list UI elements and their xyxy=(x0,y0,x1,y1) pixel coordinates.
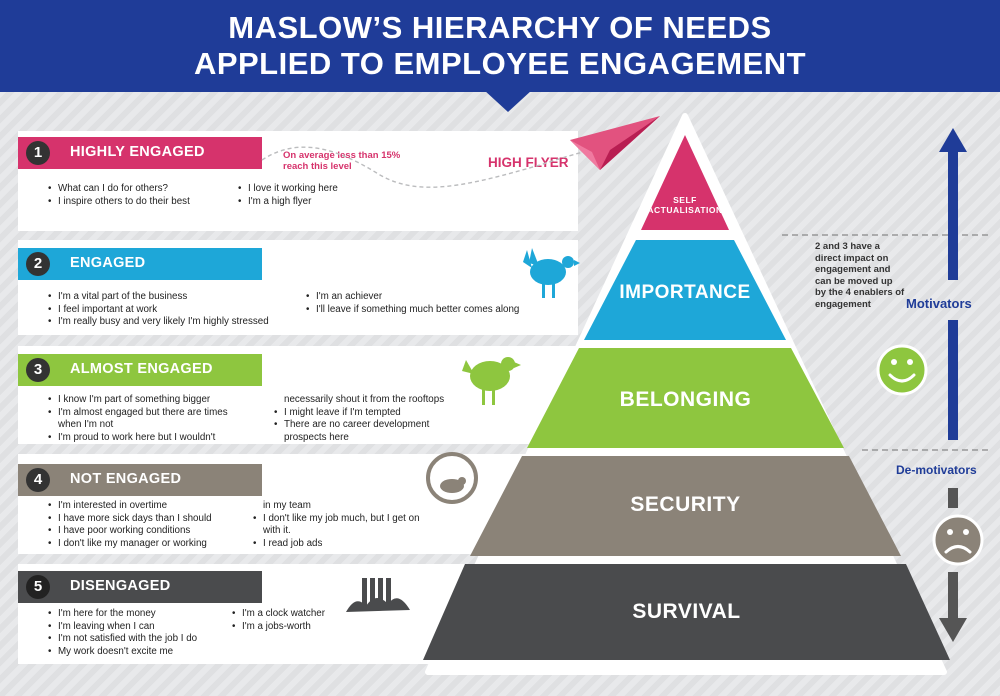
bullet: What can I do for others? xyxy=(46,183,256,196)
level-2-col1: I'm a vital part of the business I feel … xyxy=(46,291,306,329)
level-label-4: NOT ENGAGED xyxy=(70,471,182,487)
bullet-continuation: when I'm not xyxy=(58,419,114,430)
level-1-col2: I love it working here I'm a high flyer xyxy=(236,183,386,208)
level-5-col2: I'm a clock watcher I'm a jobs-worth xyxy=(230,608,370,633)
level-label-2: ENGAGED xyxy=(70,255,146,271)
level-5-col1: I'm here for the money I'm leaving when … xyxy=(46,608,246,658)
level-2-col2: I'm an achiever I'll leave if something … xyxy=(304,291,564,316)
pyramid-label-importance: IMPORTANCE xyxy=(619,282,751,303)
bullet: I don't like my manager or working xyxy=(46,538,276,551)
pyramid-tier-security xyxy=(470,456,901,556)
motivators-arrow-icon xyxy=(939,128,967,440)
bullet-continuation: with it. xyxy=(263,525,291,536)
bullet: I have poor working conditions xyxy=(46,525,276,538)
level-label-5: DISENGAGED xyxy=(70,578,171,594)
sad-face-icon xyxy=(932,514,984,566)
bullet: I'm proud to work here but I wouldn't xyxy=(46,432,276,445)
header-notch xyxy=(484,90,532,112)
level-label-1: HIGHLY ENGAGED xyxy=(70,144,205,160)
chicken-icon xyxy=(462,357,521,405)
bullet: I read job ads xyxy=(251,538,471,551)
level-4-col1: I'm interested in overtime I have more s… xyxy=(46,500,276,550)
level-number-1: 1 xyxy=(26,141,50,165)
bullet: I have more sick days than I should xyxy=(46,513,276,526)
pyramid-tier-survival xyxy=(423,564,950,660)
bullet: I'm a vital part of the business xyxy=(46,291,306,304)
turkey-icon xyxy=(523,248,580,298)
bullet: There are no career development xyxy=(272,419,492,432)
high-flyer-badge: HIGH FLYER xyxy=(488,155,569,170)
level-4-col2: in my team I don't like my job much, but… xyxy=(251,500,471,550)
ostrich-icon xyxy=(346,578,410,612)
level-3-col2: necessarily shout it from the rooftops I… xyxy=(272,394,492,444)
title-line-1: MASLOW’S HIERARCHY OF NEEDS xyxy=(228,10,772,45)
happy-face-icon xyxy=(876,344,928,396)
level-1-col1: What can I do for others? I inspire othe… xyxy=(46,183,256,208)
flight-trail xyxy=(261,146,601,188)
bullet: I know I'm part of something bigger xyxy=(46,394,276,407)
hamster-wheel-icon xyxy=(426,452,478,504)
level-1-note: On average less than 15% reach this leve… xyxy=(283,150,401,172)
header-banner xyxy=(0,0,1000,92)
bullet: I'm not satisfied with the job I do xyxy=(46,633,246,646)
bullet-continuation: in my team xyxy=(263,500,311,511)
level-label-3: ALMOST ENGAGED xyxy=(70,361,213,377)
bullet: I feel important at work xyxy=(46,304,306,317)
level-band-3: 3 ALMOST ENGAGED xyxy=(18,354,262,386)
bullet: I inspire others to do their best xyxy=(46,196,256,209)
demotivators-arrow-icon xyxy=(939,488,967,642)
demotivators-label: De-motivators xyxy=(896,463,977,477)
motivators-label: Motivators xyxy=(906,296,972,311)
level-band-5: 5 DISENGAGED xyxy=(18,571,262,603)
level-band-2: 2 ENGAGED xyxy=(18,248,262,280)
pyramid-label-survival: SURVIVAL xyxy=(632,600,741,623)
level-number-5: 5 xyxy=(26,575,50,599)
bullet: I love it working here xyxy=(236,183,386,196)
level-band-1: 1 HIGHLY ENGAGED xyxy=(18,137,262,169)
title-line-2: APPLIED TO EMPLOYEE ENGAGEMENT xyxy=(193,46,807,81)
level-number-4: 4 xyxy=(26,468,50,492)
bullet-continuation: prospects here xyxy=(284,431,349,443)
pyramid-label-self-actualisation: SELF ACTUALISATION xyxy=(647,195,723,215)
bullet: I'm a jobs-worth xyxy=(230,621,370,634)
level-number-2: 2 xyxy=(26,252,50,276)
bullet: I'm almost engaged but there are times xyxy=(46,407,276,420)
level-card-2: 2 ENGAGED I'm a vital part of the busine… xyxy=(18,240,578,335)
bullet: I'm here for the money xyxy=(46,608,246,621)
level-3-col1: I know I'm part of something bigger I'm … xyxy=(46,394,276,444)
pyramid-label-belonging: BELONGING xyxy=(619,388,752,411)
level-band-4: 4 NOT ENGAGED xyxy=(18,464,262,496)
pyramid-tier-belonging xyxy=(527,348,844,448)
pyramid-tier-importance xyxy=(584,240,786,340)
bullet: I'm a clock watcher xyxy=(230,608,370,621)
bullet-continuation: necessarily shout it from the rooftops xyxy=(284,394,445,405)
level-number-3: 3 xyxy=(26,358,50,382)
bullet: I don't like my job much, but I get on xyxy=(251,513,471,526)
enablers-note: 2 and 3 have a direct impact on engageme… xyxy=(815,241,905,310)
bullet: I'm a high flyer xyxy=(236,196,386,209)
bullet: My work doesn't excite me xyxy=(46,646,246,659)
paper-plane-icon xyxy=(570,116,660,170)
bullet: I'm an achiever xyxy=(304,291,564,304)
pyramid-tier-self-actualisation xyxy=(641,135,729,230)
bullet: I might leave if I'm tempted xyxy=(272,407,492,420)
bullet: I'm leaving when I can xyxy=(46,621,246,634)
bullet: I'll leave if something much better come… xyxy=(304,304,564,317)
level-card-4: 4 NOT ENGAGED I'm interested in overtime… xyxy=(18,454,578,554)
bullet: I'm really busy and very likely I'm high… xyxy=(46,316,306,329)
pyramid-label-security: SECURITY xyxy=(630,493,741,516)
bullet: I'm interested in overtime xyxy=(46,500,276,513)
